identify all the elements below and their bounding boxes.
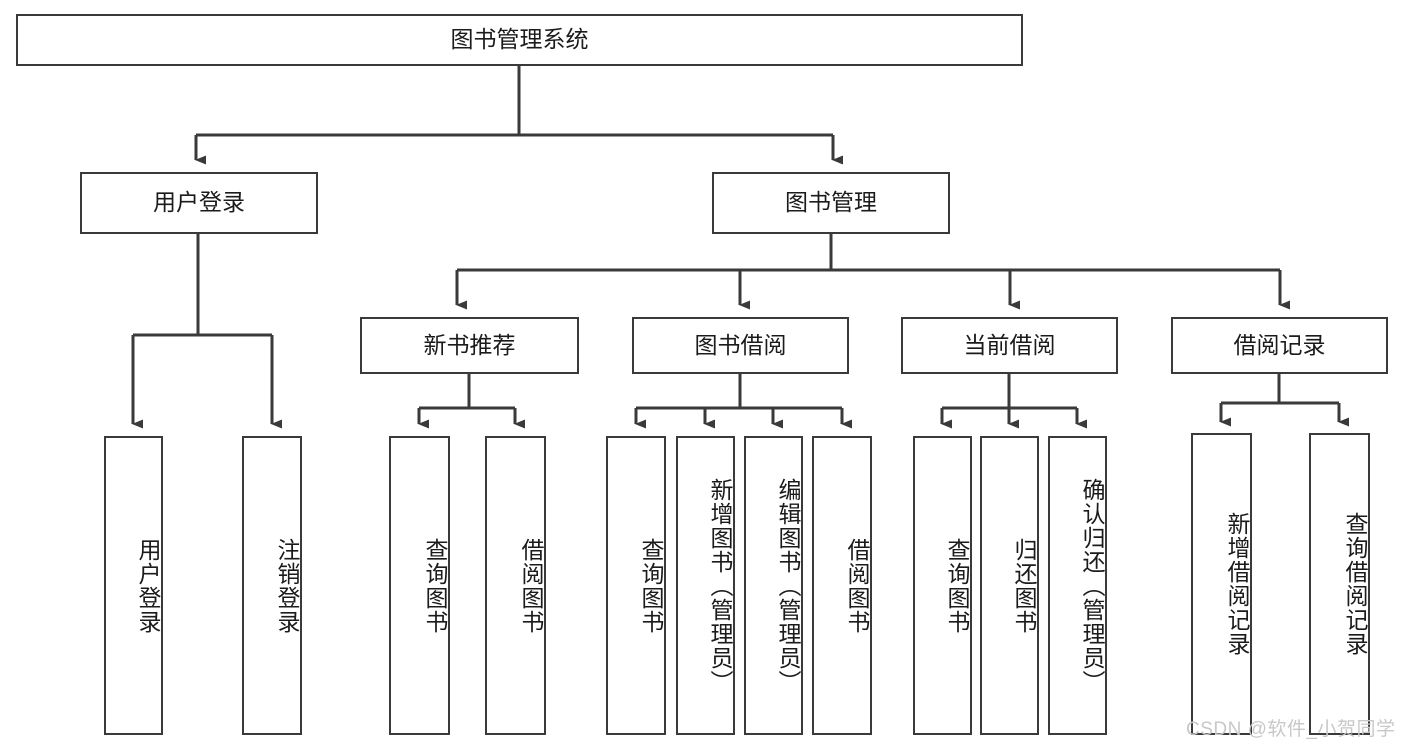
node-book-management[interactable]: 图书管理 [712, 172, 950, 234]
node-label: 用户登录 [135, 537, 161, 634]
node-leaf-user-login[interactable]: 用户登录 [104, 436, 163, 735]
node-label: 图书借阅 [694, 331, 787, 358]
node-label: 确认归还（管理员） [1079, 477, 1105, 694]
node-leaf-logout[interactable]: 注销登录 [242, 436, 302, 735]
node-label: 借阅图书 [518, 537, 544, 634]
node-leaf-return-book[interactable]: 归还图书 [980, 436, 1039, 735]
node-label: 图书管理系统 [450, 26, 589, 53]
node-leaf-query-book-3[interactable]: 查询图书 [913, 436, 972, 735]
node-new-book-recommend[interactable]: 新书推荐 [360, 317, 579, 374]
node-label: 借阅记录 [1233, 331, 1326, 358]
node-leaf-add-book[interactable]: 新增图书（管理员） [676, 436, 735, 735]
node-leaf-query-record[interactable]: 查询借阅记录 [1309, 433, 1370, 735]
node-label: 查询借阅记录 [1342, 512, 1368, 656]
node-leaf-borrow-book-2[interactable]: 借阅图书 [812, 436, 872, 735]
node-label: 注销登录 [274, 537, 300, 634]
node-label: 编辑图书（管理员） [775, 477, 801, 694]
node-label: 查询图书 [944, 537, 970, 634]
node-book-borrow[interactable]: 图书借阅 [632, 317, 849, 374]
node-book-management-system[interactable]: 图书管理系统 [16, 14, 1023, 66]
node-user-login[interactable]: 用户登录 [80, 172, 318, 234]
node-leaf-query-book-2[interactable]: 查询图书 [606, 436, 666, 735]
node-label: 查询图书 [422, 537, 448, 634]
node-leaf-add-record[interactable]: 新增借阅记录 [1191, 433, 1252, 735]
node-label: 新增图书（管理员） [707, 477, 733, 694]
node-label: 借阅图书 [844, 537, 870, 634]
node-leaf-confirm-return[interactable]: 确认归还（管理员） [1048, 436, 1107, 735]
node-label: 新书推荐 [423, 331, 516, 358]
node-label: 图书管理 [785, 189, 877, 216]
node-label: 归还图书 [1011, 537, 1037, 634]
node-label: 当前借阅 [963, 331, 1056, 358]
node-current-borrow[interactable]: 当前借阅 [901, 317, 1118, 374]
node-label: 用户登录 [153, 189, 245, 216]
node-leaf-edit-book[interactable]: 编辑图书（管理员） [744, 436, 803, 735]
node-leaf-query-book-1[interactable]: 查询图书 [389, 436, 450, 735]
node-borrow-record[interactable]: 借阅记录 [1171, 317, 1388, 374]
node-leaf-borrow-book-1[interactable]: 借阅图书 [485, 436, 546, 735]
watermark: CSDN @软件_小贺同学 [1186, 719, 1396, 740]
node-label: 查询图书 [638, 537, 664, 634]
node-label: 新增借阅记录 [1224, 512, 1250, 656]
